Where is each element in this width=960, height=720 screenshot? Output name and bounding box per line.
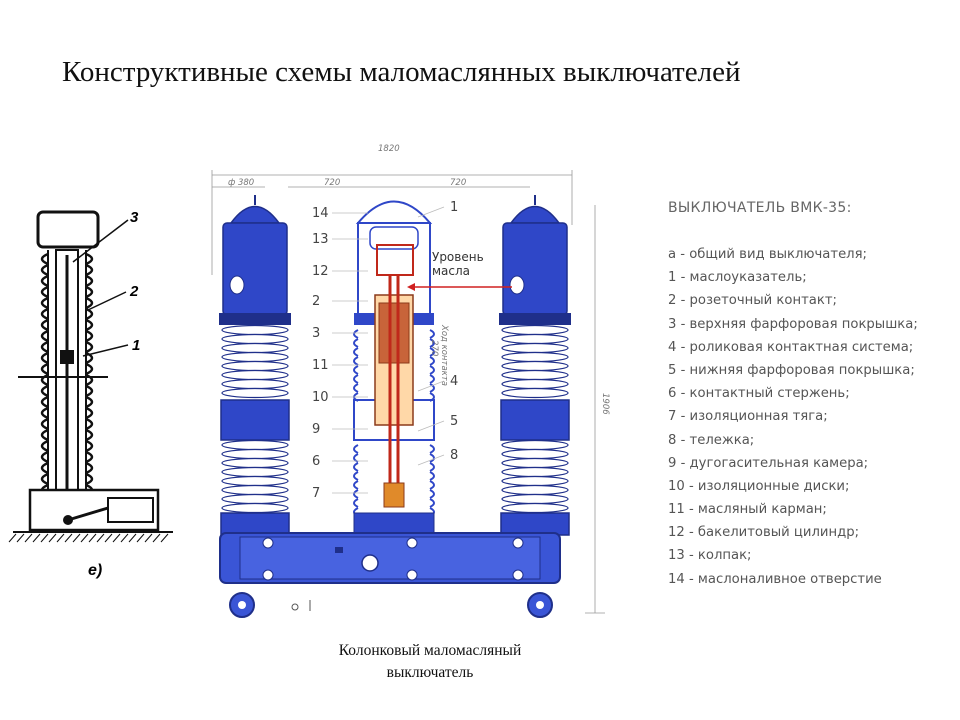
caption-line-2: выключатель (386, 664, 474, 681)
part-number-leaders (332, 206, 445, 494)
part-number-label: 6 (312, 454, 320, 469)
schematic-base (8, 488, 173, 543)
trolley-wheel-left (229, 592, 255, 618)
legend-item: 1 - маслоуказатель; (668, 270, 807, 286)
schematic-top-cap (36, 210, 100, 249)
dim-spacing-left: 720 (324, 178, 340, 188)
oil-level-label-1: Уровень (432, 250, 484, 264)
part-number-label: 5 (450, 414, 458, 429)
legend-item: 5 - нижняя фарфоровая покрышка; (668, 362, 915, 378)
breaker-pole-right (499, 195, 571, 536)
breaker-pole-left (219, 195, 291, 536)
legend-item: 10 - изоляционные диски; (668, 478, 850, 494)
column-breaker-schematic: 3 2 1 е) (8, 209, 173, 579)
caption-line-1: Колонковый маломасляный (338, 642, 522, 659)
part-number-label: 4 (450, 374, 458, 389)
schematic-label-1: 1 (132, 337, 140, 354)
legend-item: 12 - бакелитовый цилиндр; (668, 525, 860, 541)
center-pole-internals (374, 244, 414, 508)
part-number-label: 1 (450, 200, 458, 215)
schematic-insulator-column (40, 250, 94, 497)
legend-list: а - общий вид выключателя; 1 - маслоуказа… (668, 243, 953, 591)
schematic-label-2: 2 (129, 283, 139, 300)
legend-item: 7 - изоляционная тяга; (668, 409, 828, 425)
part-numbers-right: 1 4 5 8 (450, 200, 458, 463)
vmk35-breaker-drawing: 1820 ф 380 720 720 1906 (211, 144, 610, 618)
trolley-frame (219, 532, 561, 618)
oil-level-indicator (407, 283, 512, 291)
legend-item: 9 - дугогасительная камера; (668, 455, 869, 471)
legend-item: 11 - масляный карман; (668, 502, 827, 518)
part-number-label: 13 (312, 232, 329, 247)
legend-item: 6 - контактный стержень; (668, 386, 850, 402)
part-number-label: 10 (312, 390, 329, 405)
legend-item: 13 - колпак; (668, 548, 752, 564)
dim-overall-width: 1820 (378, 144, 400, 154)
breaker-poles (219, 195, 571, 536)
schematic-sublabel: е) (88, 562, 102, 579)
part-number-label: 12 (312, 264, 329, 279)
part-number-label: 8 (450, 448, 458, 463)
schematic-label-3: 3 (130, 209, 139, 226)
legend-item: 4 - роликовая контактная система; (668, 339, 914, 355)
legend-title: ВЫКЛЮЧАТЕЛЬ ВМК-35: (668, 200, 852, 216)
schematic-leaders (72, 219, 129, 357)
legend-item: 3 - верхняя фарфоровая покрышка; (668, 316, 918, 332)
part-number-label: 2 (312, 294, 320, 309)
figure-caption: Колонковый маломасляный выключатель (300, 640, 560, 684)
part-number-label: 7 (312, 486, 320, 501)
legend-item: 8 - тележка; (668, 432, 755, 448)
legend-panel: ВЫКЛЮЧАТЕЛЬ ВМК-35: а - общий вид выключ… (668, 200, 953, 591)
part-number-label: 14 (312, 206, 329, 221)
dim-height: 1906 (600, 393, 610, 415)
legend-item: 2 - розеточный контакт; (668, 293, 837, 309)
legend-item: 14 - маслоналивное отверстие (668, 571, 882, 587)
part-numbers-left: 14 13 12 2 3 11 10 9 6 7 (312, 206, 329, 501)
contact-travel-label-2: 270 (429, 340, 439, 356)
slide-title: Конструктивные схемы маломаслянных выклю… (62, 56, 741, 88)
legend-item: а - общий вид выключателя; (668, 247, 867, 262)
part-number-label: 11 (312, 358, 329, 373)
oil-level-label-2: масла (432, 264, 470, 278)
dimension-lines (211, 170, 605, 614)
breaker-pole-center (353, 200, 435, 536)
dim-diameter: ф 380 (228, 178, 254, 188)
contact-travel-label-1: Ход контакта (439, 324, 449, 386)
part-number-label: 3 (312, 326, 320, 341)
trolley-wheel-right (527, 592, 553, 618)
part-number-label: 9 (312, 422, 320, 437)
dim-spacing-right: 720 (450, 178, 466, 188)
